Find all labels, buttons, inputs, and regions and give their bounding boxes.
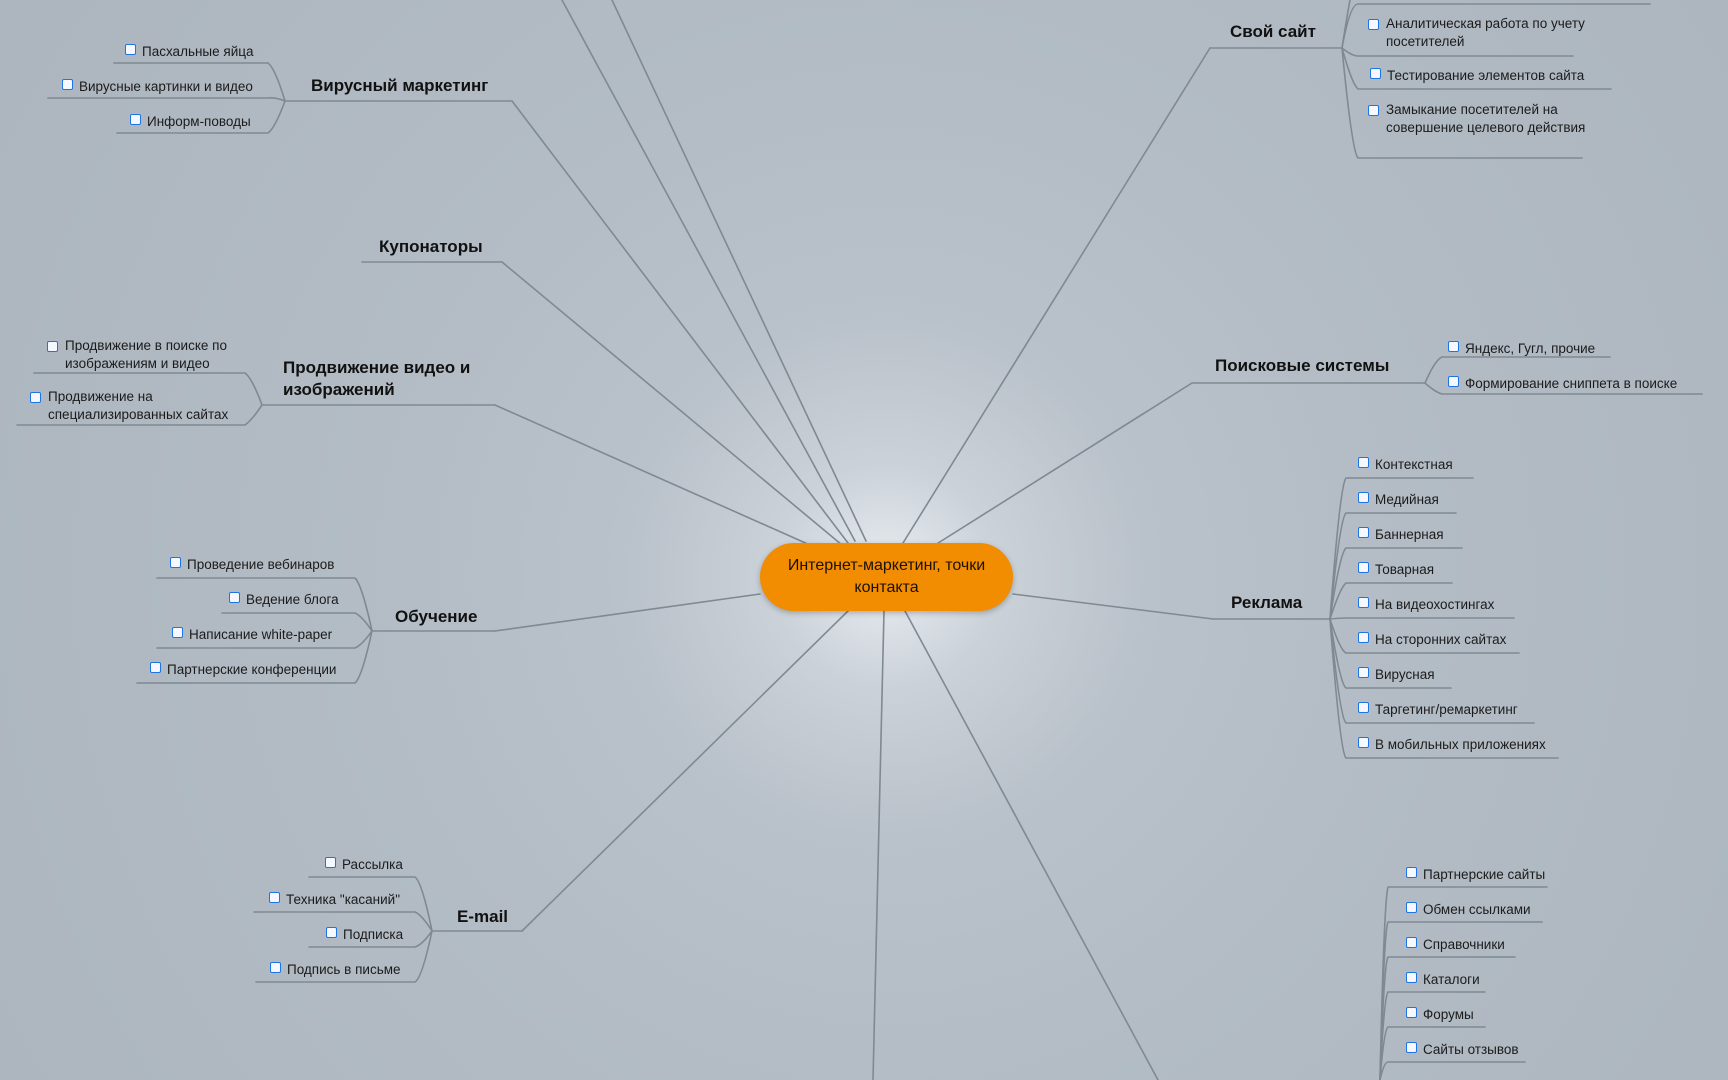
- leaf-links-2[interactable]: Обмен ссылками: [1406, 901, 1531, 919]
- branch-own-site[interactable]: Свой сайт: [1230, 22, 1316, 41]
- checkbox-icon[interactable]: [1406, 1042, 1417, 1053]
- leaf-email-1[interactable]: Рассылка: [325, 856, 403, 874]
- checkbox-icon[interactable]: [1358, 562, 1369, 573]
- branch-video-promotion[interactable]: Продвижение видео и изображений: [283, 358, 471, 399]
- leaf-video-1[interactable]: Продвижение в поиске по изображениям и в…: [47, 337, 265, 373]
- leaf-ads-1[interactable]: Контекстная: [1358, 456, 1453, 474]
- branch-advertising[interactable]: Реклама: [1231, 593, 1303, 612]
- leaf-email-3[interactable]: Подписка: [326, 926, 403, 944]
- checkbox-icon[interactable]: [229, 592, 240, 603]
- leaf-ads-6[interactable]: На сторонних сайтах: [1358, 631, 1506, 649]
- leaf-viral-2[interactable]: Вирусные картинки и видео: [62, 78, 253, 96]
- checkbox-icon[interactable]: [1358, 457, 1369, 468]
- checkbox-icon[interactable]: [1406, 1007, 1417, 1018]
- leaf-links-1[interactable]: Партнерские сайты: [1406, 866, 1545, 884]
- branch-viral-marketing[interactable]: Вирусный маркетинг: [311, 76, 489, 95]
- leaf-email-2[interactable]: Техника "касаний": [269, 891, 400, 909]
- leaf-site-1[interactable]: Аналитическая работа по учету посетителе…: [1368, 15, 1586, 51]
- checkbox-icon[interactable]: [1358, 492, 1369, 503]
- checkbox-icon[interactable]: [1358, 737, 1369, 748]
- leaf-links-5[interactable]: Форумы: [1406, 1006, 1474, 1024]
- checkbox-icon[interactable]: [150, 662, 161, 673]
- link-search: [934, 382, 1193, 546]
- leaf-video-2[interactable]: Продвижение на специализированных сайтах: [30, 388, 248, 424]
- checkbox-icon[interactable]: [62, 79, 73, 90]
- checkbox-icon[interactable]: [269, 892, 280, 903]
- checkbox-icon[interactable]: [1368, 19, 1379, 30]
- leaf-ads-3[interactable]: Баннерная: [1358, 526, 1444, 544]
- checkbox-icon[interactable]: [1358, 702, 1369, 713]
- leaf-viral-3[interactable]: Информ-поводы: [130, 113, 251, 131]
- link-links: [904, 610, 1159, 1080]
- checkbox-icon[interactable]: [270, 962, 281, 973]
- leaf-ads-2[interactable]: Медийная: [1358, 491, 1439, 509]
- checkbox-icon[interactable]: [1358, 632, 1369, 643]
- leaf-ads-8[interactable]: Таргетинг/ремаркетинг: [1358, 701, 1518, 719]
- link-coupons: [501, 261, 843, 546]
- checkbox-icon[interactable]: [1448, 376, 1459, 387]
- branch-education[interactable]: Обучение: [395, 607, 478, 626]
- checkbox-icon[interactable]: [1358, 667, 1369, 678]
- checkbox-icon[interactable]: [1406, 867, 1417, 878]
- leaf-search-2[interactable]: Формирование сниппета в поиске: [1448, 375, 1677, 393]
- link-email: [521, 610, 849, 932]
- checkbox-icon[interactable]: [130, 114, 141, 125]
- leaf-education-2[interactable]: Ведение блога: [229, 591, 339, 609]
- leaf-email-4[interactable]: Подпись в письме: [270, 961, 401, 979]
- checkbox-icon[interactable]: [125, 44, 136, 55]
- checkbox-icon[interactable]: [325, 857, 336, 868]
- leaf-education-1[interactable]: Проведение вебинаров: [170, 556, 334, 574]
- link-site: [902, 47, 1211, 544]
- link-top-offscreen-2: [611, 0, 867, 542]
- checkbox-icon[interactable]: [1406, 902, 1417, 913]
- leaf-site-3[interactable]: Замыкание посетителей на совершение целе…: [1368, 101, 1596, 137]
- leaf-ads-7[interactable]: Вирусная: [1358, 666, 1435, 684]
- leaf-education-3[interactable]: Написание white-paper: [172, 626, 332, 644]
- checkbox-icon[interactable]: [1370, 68, 1381, 79]
- branch-search-engines[interactable]: Поисковые системы: [1215, 356, 1390, 375]
- checkbox-icon[interactable]: [1406, 972, 1417, 983]
- leaf-links-6[interactable]: Сайты отзывов: [1406, 1041, 1519, 1059]
- link-viral: [511, 100, 849, 544]
- checkbox-icon[interactable]: [170, 557, 181, 568]
- leaf-education-4[interactable]: Партнерские конференции: [150, 661, 336, 679]
- leaf-ads-4[interactable]: Товарная: [1358, 561, 1434, 579]
- leaf-links-4[interactable]: Каталоги: [1406, 971, 1480, 989]
- link-education: [494, 593, 761, 632]
- checkbox-icon[interactable]: [1358, 527, 1369, 538]
- checkbox-icon[interactable]: [326, 927, 337, 938]
- link-bottom: [872, 610, 885, 1080]
- central-topic[interactable]: Интернет-маркетинг, точки контакта: [760, 543, 1013, 611]
- checkbox-icon[interactable]: [172, 627, 183, 638]
- branch-email[interactable]: E-mail: [457, 907, 509, 926]
- leaf-search-1[interactable]: Яндекс, Гугл, прочие: [1448, 340, 1595, 358]
- checkbox-icon[interactable]: [1358, 597, 1369, 608]
- checkbox-icon[interactable]: [1368, 105, 1379, 116]
- leaf-ads-9[interactable]: В мобильных приложениях: [1358, 736, 1546, 754]
- checkbox-icon[interactable]: [47, 341, 58, 352]
- link-video: [494, 404, 811, 546]
- leaf-site-2[interactable]: Тестирование элементов сайта: [1370, 67, 1584, 85]
- central-topic-label: Интернет-маркетинг, точки контакта: [787, 557, 986, 596]
- leaf-ads-5[interactable]: На видеохостингах: [1358, 596, 1494, 614]
- checkbox-icon[interactable]: [30, 392, 41, 403]
- link-top-offscreen-1: [561, 0, 856, 542]
- checkbox-icon[interactable]: [1406, 937, 1417, 948]
- leaf-links-3[interactable]: Справочники: [1406, 936, 1505, 954]
- checkbox-icon[interactable]: [1448, 341, 1459, 352]
- leaf-viral-1[interactable]: Пасхальные яйца: [125, 43, 254, 61]
- branch-coupons[interactable]: Купонаторы: [379, 237, 483, 256]
- link-ads: [1012, 593, 1214, 620]
